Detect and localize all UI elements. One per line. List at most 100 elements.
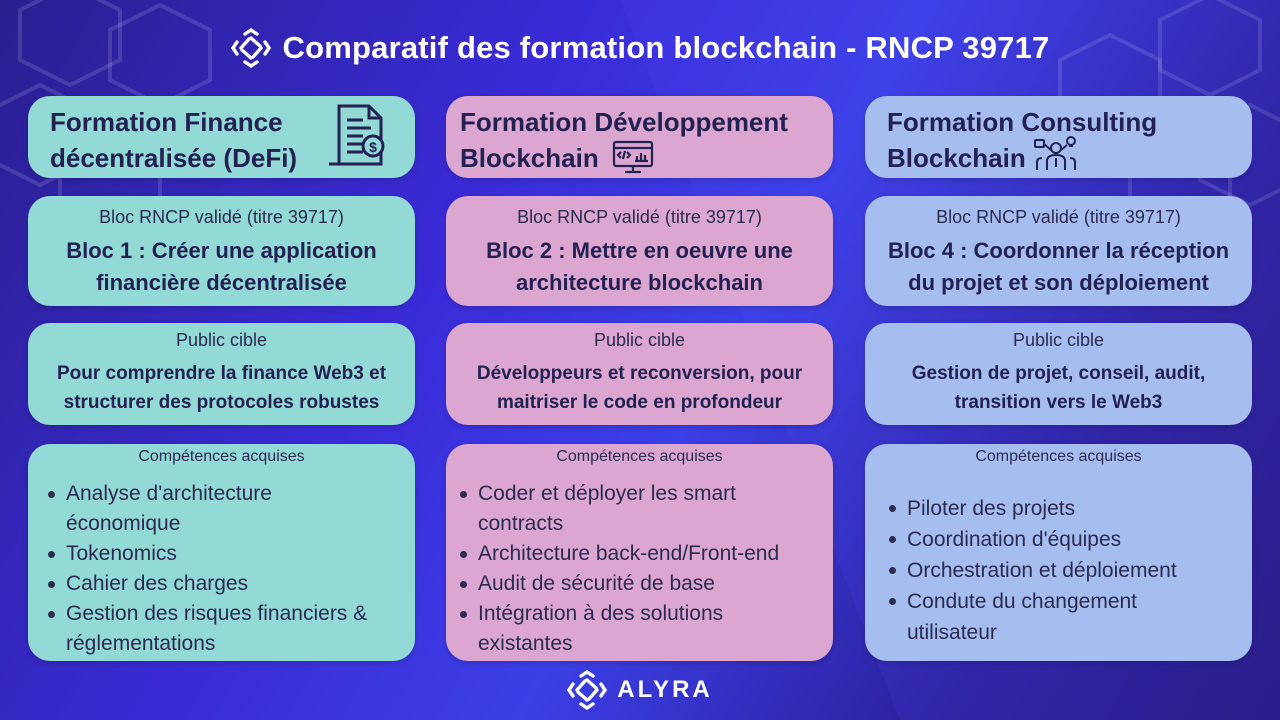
public-line1: Pour comprendre la finance Web3 et [56, 363, 387, 384]
skills-list: Piloter des projets Coordination d'équip… [865, 493, 1252, 648]
skill-item: Coordination d'équipes [889, 524, 1238, 555]
bullet-icon [889, 505, 896, 512]
skill-text: Coordination d'équipes [907, 528, 1122, 551]
bloc-card: Bloc RNCP validé (titre 39717) Bloc 2 : … [446, 196, 833, 306]
bullet-icon [48, 491, 55, 498]
svg-text:$: $ [369, 139, 377, 155]
skill-text-cont: existantes [478, 632, 573, 655]
bloc-label: Bloc RNCP validé (titre 39717) [99, 207, 344, 227]
bullet-icon [48, 581, 55, 588]
bullet-icon [460, 581, 467, 588]
public-line2: maitriser le code en profondeur [496, 392, 783, 413]
bullet-icon [889, 567, 896, 574]
public-line1: Développeurs et reconversion, pour [476, 363, 803, 384]
bloc-label: Bloc RNCP validé (titre 39717) [936, 207, 1181, 227]
alyra-logo-icon [567, 670, 608, 710]
page-title: Comparatif des formation blockchain - RN… [282, 30, 1050, 65]
skill-text-cont: réglementations [66, 632, 216, 655]
skill-item: Condute du changement utilisateur [889, 586, 1238, 648]
skill-item: Intégration à des solutions existantes [460, 599, 819, 659]
skill-text: Cahier des charges [66, 572, 249, 595]
alyra-logo-icon [230, 28, 271, 68]
column-defi: Formation Finance décentralisée (DeFi) $… [28, 0, 415, 720]
skill-text: Tokenomics [66, 542, 177, 565]
skill-text: Audit de sécurité de base [478, 572, 715, 595]
formation-title-line2: décentralisée (DeFi) [50, 143, 298, 173]
skills-list: Analyse d'architecture économique Tokenom… [28, 479, 415, 659]
skill-item: Architecture back-end/Front-end [460, 539, 819, 569]
column-developpement: Formation Développement Blockchain Bloc … [446, 0, 833, 720]
bullet-icon [460, 491, 467, 498]
public-card: Public cible Gestion de projet, conseil,… [865, 323, 1252, 425]
skill-item: Coder et déployer les smart contracts [460, 479, 819, 539]
skill-item: Piloter des projets [889, 493, 1238, 524]
bullet-icon [48, 551, 55, 558]
page-header: Comparatif des formation blockchain - RN… [0, 28, 1280, 68]
public-label: Public cible [593, 330, 686, 350]
formation-title-line1: Formation Finance [50, 107, 283, 137]
skill-text-cont: contracts [478, 512, 564, 535]
public-card: Public cible Développeurs et reconversio… [446, 323, 833, 425]
skill-text: Analyse d'architecture [66, 482, 272, 505]
skill-item: Orchestration et déploiement [889, 555, 1238, 586]
bloc-card: Bloc RNCP validé (titre 39717) Bloc 4 : … [865, 196, 1252, 306]
bloc-card: Bloc RNCP validé (titre 39717) Bloc 1 : … [28, 196, 415, 306]
bullet-icon [460, 551, 467, 558]
public-line2: transition vers le Web3 [954, 392, 1163, 413]
bloc-title: Bloc 2 : Mettre en oeuvre une architectu… [446, 235, 833, 299]
skills-label: Compétences acquises [138, 448, 305, 465]
skill-text: Piloter des projets [907, 497, 1076, 520]
bullet-icon [460, 611, 467, 618]
bloc-label: Bloc RNCP validé (titre 39717) [517, 207, 762, 227]
formation-title-line1: Formation Développement [460, 107, 788, 137]
skill-text: Orchestration et déploiement [907, 559, 1177, 582]
skill-text-cont: utilisateur [907, 621, 997, 644]
skill-text: Condute du changement [907, 590, 1138, 613]
formation-title-line2: Blockchain [460, 143, 599, 173]
finance-document-icon: $ [329, 104, 385, 166]
public-label: Public cible [175, 330, 268, 350]
skills-card: Compétences acquises Piloter des projets… [865, 444, 1252, 661]
public-description: Développeurs et reconversion, pour maitr… [446, 359, 833, 417]
public-label: Public cible [1012, 330, 1105, 350]
skills-card: Compétences acquises Analyse d'architect… [28, 444, 415, 661]
brand-name: ALYRA [617, 676, 713, 703]
skill-text: Architecture back-end/Front-end [478, 542, 780, 565]
skill-item: Cahier des charges [48, 569, 401, 599]
code-monitor-icon [612, 140, 654, 174]
skill-text-cont: économique [66, 512, 181, 535]
page-footer: ALYRA [0, 670, 1280, 710]
skills-card: Compétences acquises Coder et déployer l… [446, 444, 833, 661]
public-line2: structurer des protocoles robustes [63, 392, 380, 413]
skill-item: Audit de sécurité de base [460, 569, 819, 599]
public-description: Pour comprendre la finance Web3 et struc… [28, 359, 415, 417]
bloc-title-line1: Bloc 2 : Mettre en oeuvre une [486, 238, 793, 263]
column-consulting: Formation Consulting Blockchain Bloc RNC… [865, 0, 1252, 720]
skill-text: Coder et déployer les smart [478, 482, 736, 505]
skill-item: Tokenomics [48, 539, 401, 569]
skill-item: Gestion des risques financiers &réglemen… [48, 599, 401, 659]
skill-item: Analyse d'architecture économique [48, 479, 401, 539]
bloc-title-line1: Bloc 4 : Coordonner la réception [887, 238, 1230, 263]
skills-label: Compétences acquises [975, 448, 1142, 465]
formation-header-card: Formation Finance décentralisée (DeFi) $ [28, 96, 415, 178]
bullet-icon [889, 536, 896, 543]
bullet-icon [48, 611, 55, 618]
consultant-team-icon [1034, 136, 1076, 170]
formation-header-card: Formation Consulting Blockchain [865, 96, 1252, 178]
public-card: Public cible Pour comprendre la finance … [28, 323, 415, 425]
bloc-title-line2: financière décentralisée [96, 270, 347, 295]
public-line1: Gestion de projet, conseil, audit, [911, 363, 1206, 384]
skill-text: Intégration à des solutions [478, 602, 724, 625]
skills-label: Compétences acquises [556, 448, 723, 465]
bloc-title: Bloc 1 : Créer une application financièr… [28, 235, 415, 299]
skills-list: Coder et déployer les smart contracts Arc… [446, 479, 833, 659]
formation-header-card: Formation Développement Blockchain [446, 96, 833, 178]
bloc-title: Bloc 4 : Coordonner la réception du proj… [865, 235, 1252, 299]
bullet-icon [889, 598, 896, 605]
formation-title-line1: Formation Consulting [887, 107, 1158, 137]
bloc-title-line2: du projet et son déploiement [908, 270, 1209, 295]
bloc-title-line1: Bloc 1 : Créer une application [66, 238, 377, 263]
public-description: Gestion de projet, conseil, audit, trans… [865, 359, 1252, 417]
bloc-title-line2: architecture blockchain [516, 270, 763, 295]
